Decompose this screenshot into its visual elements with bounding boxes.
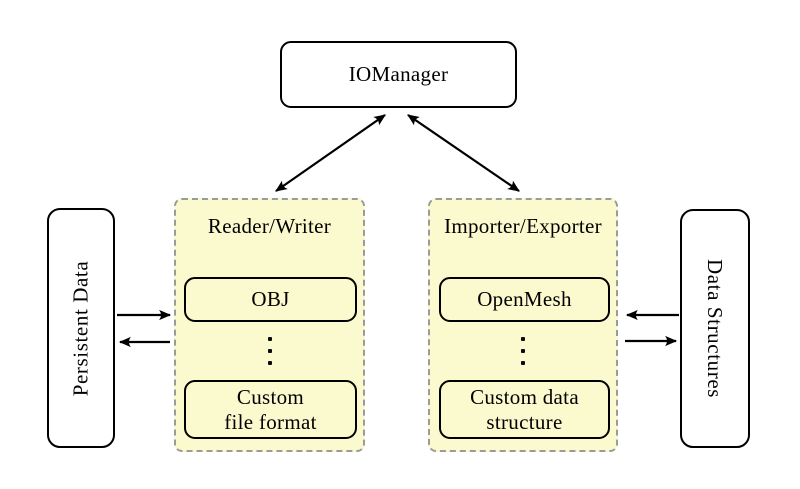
node-custom-data-structure-line1: Custom data [470,384,579,409]
arrow-iomanager-reader-writer [275,114,386,192]
node-iomanager: IOManager [280,41,517,108]
node-custom-data-structure: Custom data structure [439,380,610,439]
group-importer-exporter: Importer/Exporter OpenMesh Custom data s… [428,198,618,452]
arrow-iomanager-importer-exporter [407,114,520,192]
node-obj-label: OBJ [251,287,290,311]
node-custom-file-format: Custom file format [184,380,357,439]
group-importer-exporter-title: Importer/Exporter [444,214,602,238]
node-data-structures: Data Structures [680,209,750,448]
node-iomanager-label: IOManager [348,62,449,86]
vertical-ellipsis-icon [267,337,272,365]
vertical-ellipsis-icon [521,337,525,365]
node-data-structures-label: Data Structures [703,258,728,399]
node-openmesh: OpenMesh [439,277,610,322]
node-persistent-data-label: Persistent Data [68,260,93,396]
node-custom-data-structure-line2: structure [486,409,563,434]
node-custom-file-format-line1: Custom [236,384,305,409]
group-reader-writer: Reader/Writer OBJ Custom file format [174,198,365,452]
node-obj: OBJ [184,277,357,322]
node-custom-file-format-line2: file format [224,409,317,434]
node-persistent-data: Persistent Data [47,208,115,448]
group-reader-writer-title: Reader/Writer [207,214,332,238]
node-openmesh-label: OpenMesh [477,287,572,311]
